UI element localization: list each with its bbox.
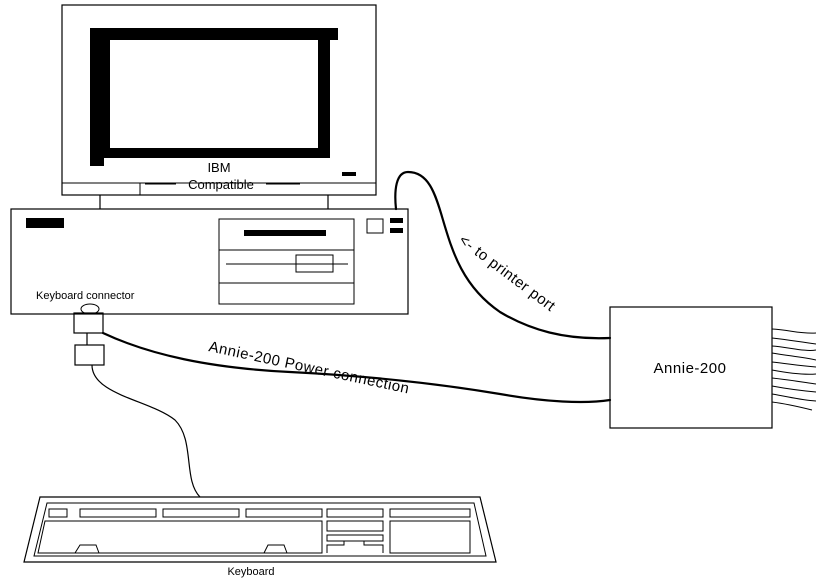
keyboard: Keyboard <box>23 496 497 578</box>
monitor-brand-line2: Compatible <box>188 177 254 192</box>
pc-logo-badge <box>26 218 64 228</box>
pc-case <box>10 208 409 315</box>
monitor-casing <box>61 4 377 196</box>
monitor-screen-frame <box>90 28 338 166</box>
connector-plug-lower <box>74 344 105 366</box>
annie-200-label: Annie-200 <box>654 360 727 377</box>
pc-drive-bay <box>218 218 355 305</box>
keyboard-cable <box>91 364 201 498</box>
keyboard-body <box>23 496 497 563</box>
keyboard-connector-label: Keyboard connector <box>36 290 135 302</box>
monitor-brand-line1: IBM <box>207 160 230 175</box>
power-cable <box>101 331 612 404</box>
monitor-power-led <box>342 172 356 176</box>
annie-200-device: Annie-200 <box>609 306 816 429</box>
keyboard-main-block <box>37 520 323 554</box>
pc-indicator-1 <box>390 218 403 223</box>
keyboard-nav-cluster <box>326 520 384 553</box>
floppy-slot <box>244 230 326 236</box>
pc-indicator-2 <box>390 228 403 233</box>
printer-cable <box>394 170 612 340</box>
keyboard-numpad <box>389 520 471 554</box>
printer-port-label: <- to printer port <box>456 232 559 316</box>
cables <box>91 170 612 498</box>
drive-eject-button <box>295 254 334 273</box>
connector-port <box>80 303 100 315</box>
pc-power-switch <box>366 218 384 234</box>
connector-plug-upper <box>73 312 104 334</box>
keyboard-inner-frame <box>33 502 487 557</box>
keyboard-label: Keyboard <box>227 566 274 578</box>
annie-200-box <box>609 306 773 429</box>
keyboard-function-keys <box>48 508 471 518</box>
monitor-stand <box>99 195 329 209</box>
pc-base-unit: Keyboard connector <box>10 208 409 315</box>
keyboard-connector-chain <box>73 303 105 366</box>
monitor: IBM Compatible <box>61 4 377 209</box>
annie-200-output-wires <box>771 328 816 411</box>
